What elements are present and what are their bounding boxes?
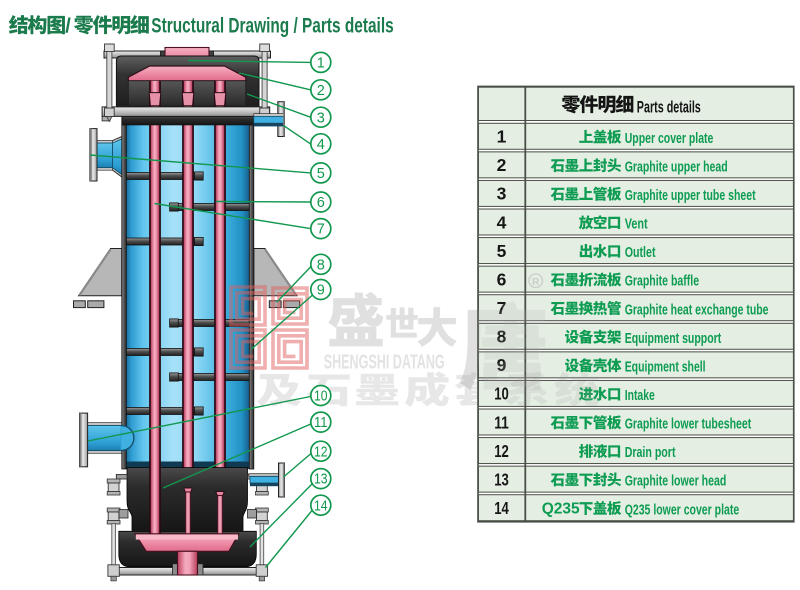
svg-text:7: 7 (497, 298, 507, 318)
svg-text:Equipment support: Equipment support (625, 330, 722, 347)
svg-text:6: 6 (317, 195, 325, 211)
svg-text:Q235: Q235 (542, 501, 580, 518)
svg-text:Upper cover plate: Upper cover plate (625, 130, 714, 147)
svg-text:Outlet: Outlet (625, 244, 656, 261)
svg-text:Graphite heat exchange tube: Graphite heat exchange tube (625, 301, 769, 318)
svg-text:5: 5 (497, 241, 507, 261)
svg-text:5: 5 (317, 166, 325, 182)
svg-text:1: 1 (317, 56, 325, 72)
svg-text:14: 14 (314, 498, 328, 514)
svg-text:Drain port: Drain port (625, 444, 676, 461)
svg-text:2: 2 (317, 83, 325, 99)
svg-text:Parts details: Parts details (637, 98, 701, 117)
svg-text:Graphite baffle: Graphite baffle (625, 273, 699, 290)
svg-text:Q235 lower cover plate: Q235 lower cover plate (625, 501, 740, 518)
svg-text:10: 10 (314, 389, 328, 405)
svg-text:SHENGSHI DATANG: SHENGSHI DATANG (324, 352, 445, 374)
svg-text:/: / (65, 15, 71, 37)
svg-text:8: 8 (497, 327, 507, 347)
svg-text:12: 12 (494, 441, 509, 461)
svg-text:11: 11 (314, 415, 328, 431)
svg-text:2: 2 (497, 155, 507, 175)
svg-text:Intake: Intake (625, 387, 655, 404)
svg-text:4: 4 (317, 137, 325, 153)
svg-text:Structural Drawing / Parts det: Structural Drawing / Parts details (151, 14, 393, 37)
svg-text:9: 9 (317, 283, 325, 299)
svg-text:6: 6 (497, 269, 507, 289)
svg-text:11: 11 (494, 412, 509, 432)
svg-text:Graphite lower head: Graphite lower head (625, 473, 727, 490)
svg-text:Graphite lower tubesheet: Graphite lower tubesheet (625, 416, 752, 433)
svg-text:1: 1 (497, 127, 507, 147)
svg-text:3: 3 (497, 184, 507, 204)
svg-text:R: R (532, 277, 540, 288)
svg-text:8: 8 (317, 257, 325, 273)
svg-text:3: 3 (317, 110, 325, 126)
svg-text:4: 4 (497, 212, 507, 232)
svg-text:14: 14 (494, 498, 509, 518)
svg-text:13: 13 (314, 472, 328, 488)
svg-text:10: 10 (494, 384, 509, 404)
svg-text:12: 12 (314, 444, 328, 460)
svg-text:13: 13 (494, 469, 509, 489)
svg-text:Vent: Vent (625, 216, 648, 233)
svg-text:7: 7 (317, 222, 325, 238)
svg-text:Equipment shell: Equipment shell (625, 358, 706, 375)
svg-text:Graphite upper tube sheet: Graphite upper tube sheet (625, 187, 756, 204)
svg-text:Graphite upper head: Graphite upper head (625, 158, 728, 175)
